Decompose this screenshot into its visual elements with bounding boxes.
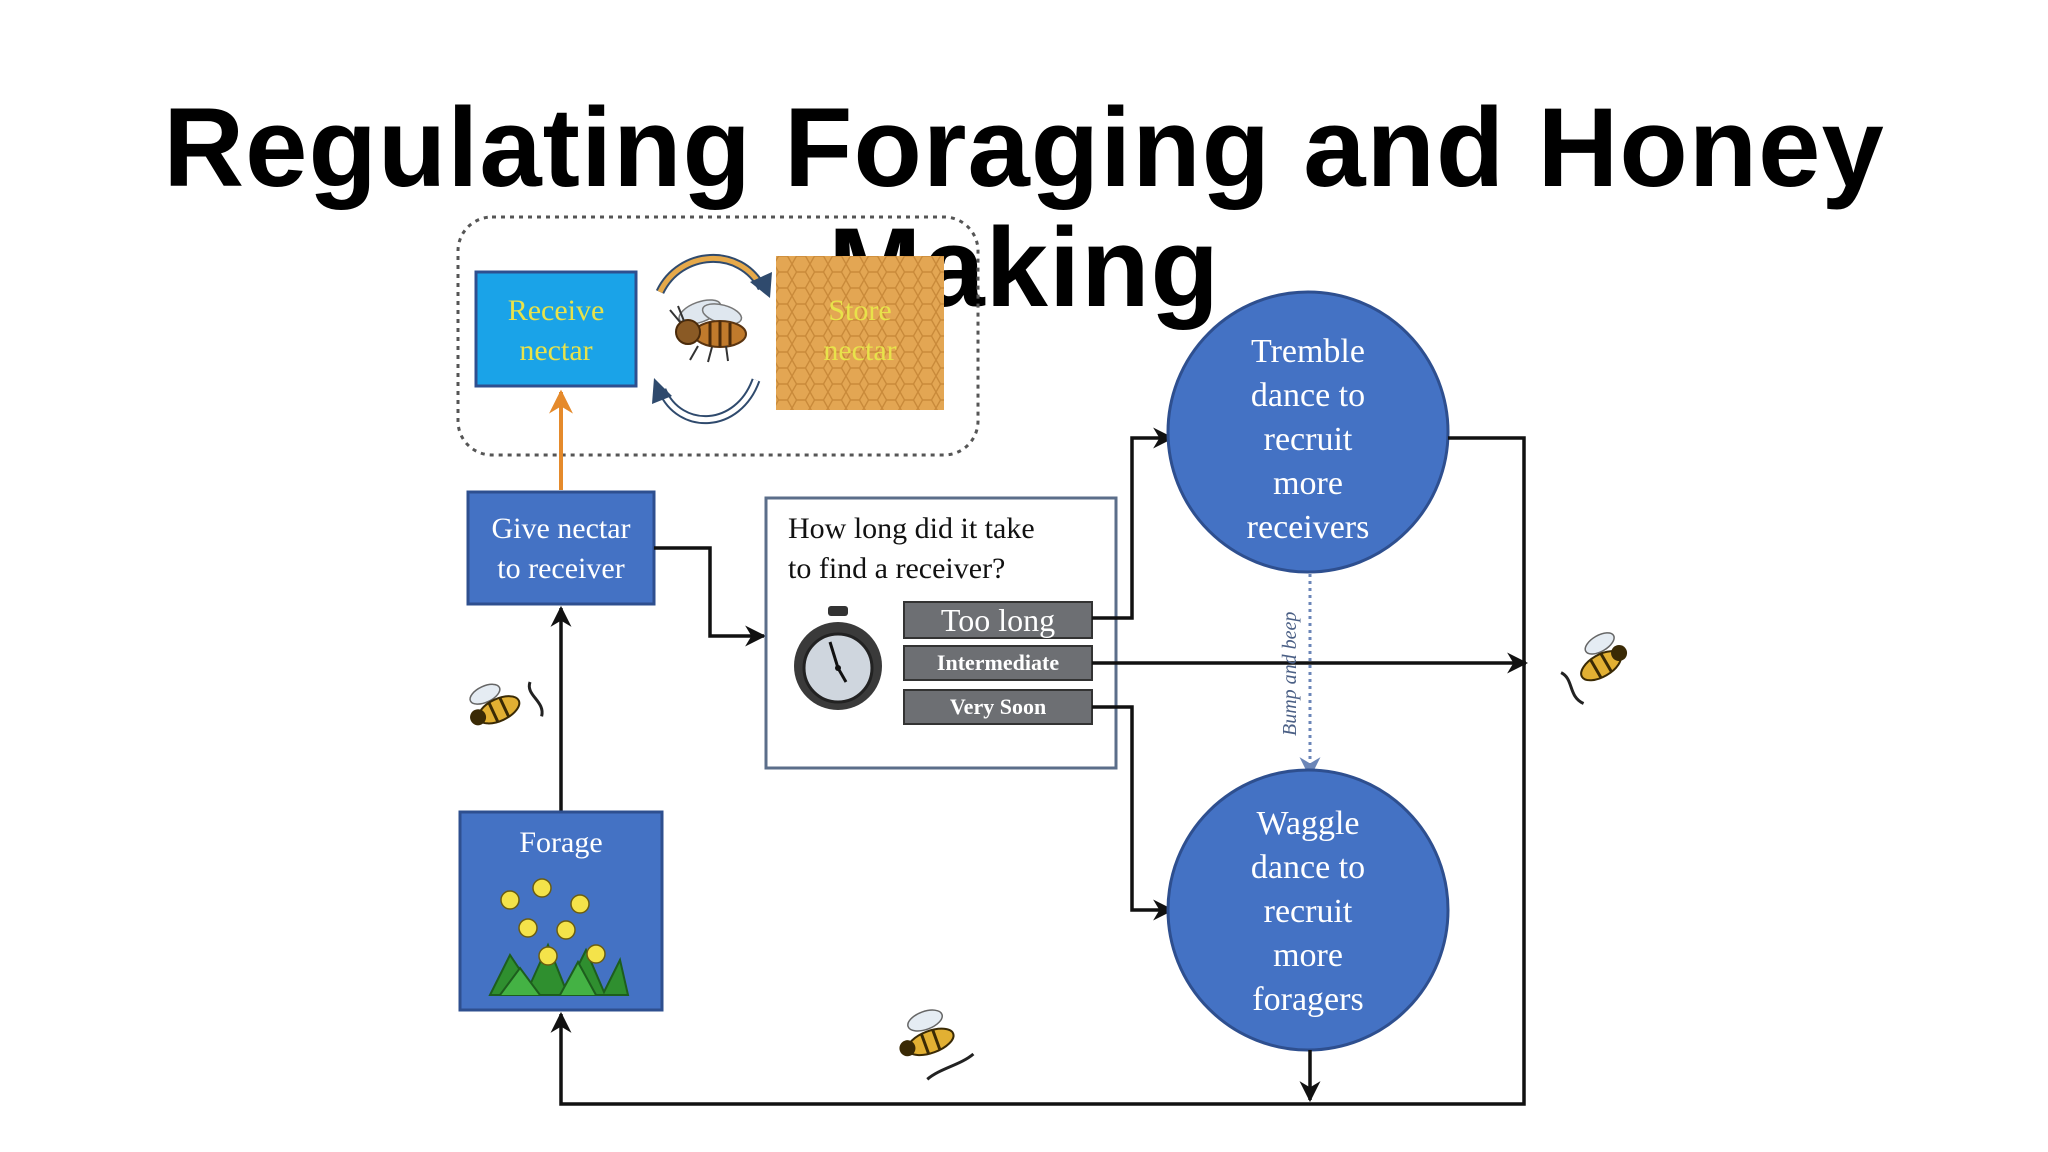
flying-bee-left-icon <box>469 681 544 726</box>
option-very-soon: Very Soon <box>903 689 1093 725</box>
forage-label: Forage <box>519 826 602 859</box>
question-line2: to find a receiver? <box>788 552 1005 585</box>
store-nectar-line1: Store <box>828 294 891 327</box>
very-soon-label: Very Soon <box>950 694 1046 719</box>
waggle-dance-node: Waggle dance to recruit more foragers <box>1166 768 1450 1052</box>
receive-nectar-line2: nectar <box>519 334 592 367</box>
receive-nectar-box: Receive nectar <box>474 270 638 388</box>
waggle-line4: more <box>1273 937 1343 974</box>
tremble-line3: recruit <box>1264 421 1353 458</box>
question-line1: How long did it take <box>788 512 1035 545</box>
tremble-line2: dance to <box>1251 377 1365 414</box>
option-too-long: Too long <box>903 601 1093 639</box>
store-nectar-box: Store nectar <box>776 256 944 410</box>
tremble-line4: more <box>1273 465 1343 502</box>
return-to-forage-arrow <box>550 1011 1312 1106</box>
intermediate-label: Intermediate <box>937 650 1059 675</box>
waggle-line5: foragers <box>1252 981 1363 1018</box>
very-soon-to-waggle-arrow <box>1092 705 1175 921</box>
tremble-dance-node: Tremble dance to recruit more receivers <box>1166 290 1450 574</box>
tremble-right-line <box>1312 436 1526 1106</box>
bee-icon <box>669 299 747 363</box>
store-nectar-line2: nectar <box>823 334 896 367</box>
flowers-icon <box>488 878 630 996</box>
too-long-label: Too long <box>941 602 1055 638</box>
give-nectar-line1: Give nectar <box>491 512 630 545</box>
waggle-line3: recruit <box>1264 893 1353 930</box>
give-to-question-arrow <box>654 546 767 647</box>
give-nectar-line2: to receiver <box>497 552 624 585</box>
waggle-line2: dance to <box>1251 849 1365 886</box>
flying-bee-bottom-icon <box>899 1009 975 1081</box>
bump-and-beep-label: Bump and beep <box>1279 612 1301 736</box>
receive-nectar-line1: Receive <box>508 294 605 327</box>
give-nectar-box: Give nectar to receiver <box>466 490 656 606</box>
tremble-line5: receivers <box>1247 509 1370 546</box>
tremble-line1: Tremble <box>1251 333 1365 370</box>
waggle-line1: Waggle <box>1257 805 1360 842</box>
forage-box: Forage <box>458 810 664 1012</box>
flying-bee-right-icon <box>1560 632 1628 705</box>
option-intermediate: Intermediate <box>903 645 1093 681</box>
stopwatch-icon <box>794 606 882 710</box>
cycle-arrows-icon <box>652 253 772 425</box>
receiver-group-boundary <box>456 215 980 457</box>
page-title: Regulating Foraging and Honey Making <box>163 85 1885 330</box>
too-long-to-tremble-arrow <box>1092 427 1175 620</box>
